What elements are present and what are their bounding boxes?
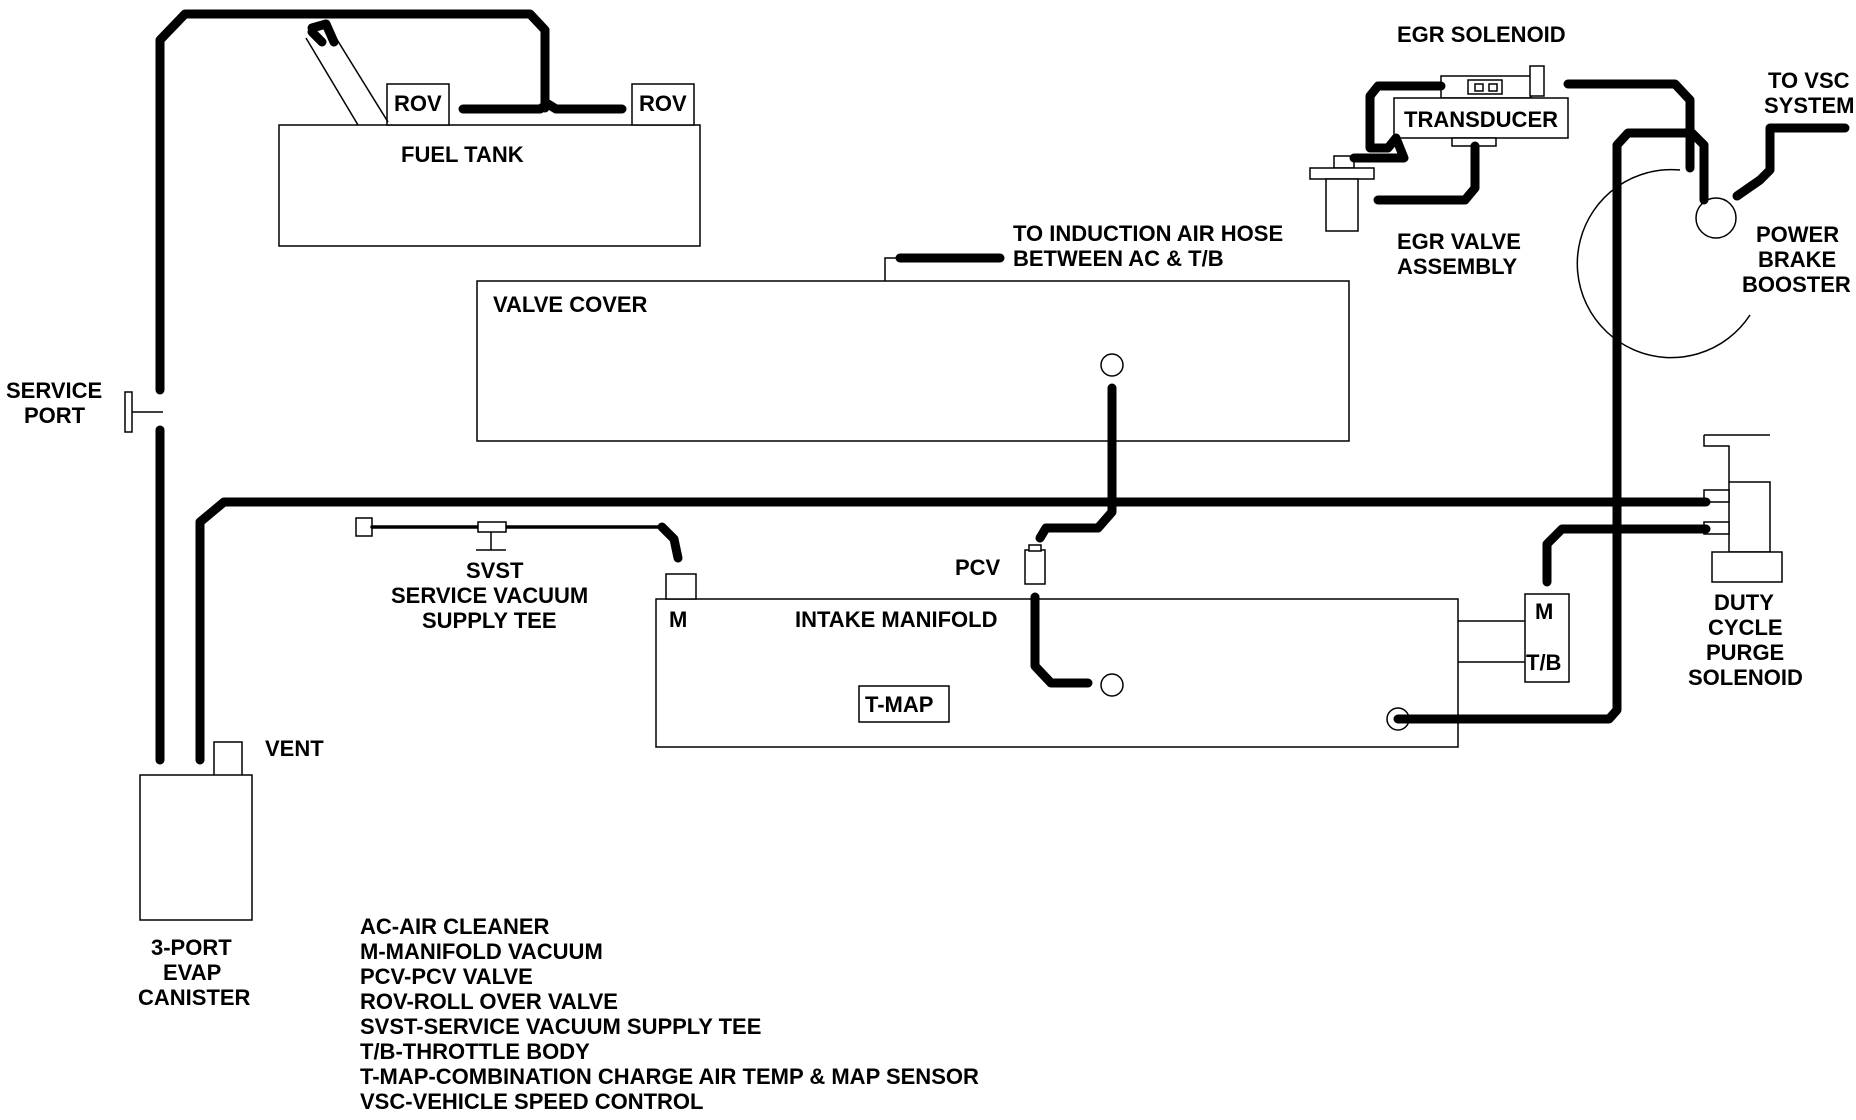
svst-tee bbox=[355, 517, 664, 551]
hose-transducer-to-egr-valve bbox=[1373, 141, 1480, 205]
intake-manifold-label: INTAKE MANIFOLD bbox=[795, 607, 997, 632]
rov-right-box bbox=[631, 83, 695, 126]
svst-end-cap bbox=[355, 517, 373, 537]
rov-right-label: ROV bbox=[639, 91, 687, 116]
tmap-label: T-MAP bbox=[865, 692, 933, 717]
fuel-tank-body bbox=[278, 124, 701, 247]
purge-solenoid-label-line1: DUTY bbox=[1714, 590, 1774, 615]
canister-label-line1: 3-PORT bbox=[151, 935, 232, 960]
tb-label: T/B bbox=[1526, 650, 1561, 675]
booster-label-line2: BRAKE bbox=[1758, 247, 1836, 272]
svst-label-line3: SUPPLY TEE bbox=[422, 608, 557, 633]
hose-rov-to-rov bbox=[458, 99, 627, 114]
fuel-tank-label: FUEL TANK bbox=[401, 142, 524, 167]
hose-egr-solenoid-to-booster bbox=[1563, 79, 1695, 173]
egr-valve-label-line1: EGR VALVE bbox=[1397, 229, 1521, 254]
vacuum-hoses bbox=[155, 9, 1850, 765]
hose-manifold-to-booster bbox=[1393, 128, 1709, 724]
hose-egr-solenoid-loop bbox=[1349, 81, 1446, 163]
tb-m-label: M bbox=[1535, 599, 1553, 624]
legend-item: PCV-PCV VALVE bbox=[360, 964, 533, 989]
vent-label: VENT bbox=[265, 736, 324, 761]
legend-item: SVST-SERVICE VACUUM SUPPLY TEE bbox=[360, 1014, 761, 1039]
transducer-label: TRANSDUCER bbox=[1404, 107, 1558, 132]
hose-svst-to-manifold bbox=[657, 522, 683, 563]
booster-label-line1: POWER bbox=[1756, 222, 1839, 247]
fuel-tank: FUEL TANK bbox=[278, 124, 701, 247]
legend-item: T/B-THROTTLE BODY bbox=[360, 1039, 590, 1064]
purge-solenoid-base bbox=[1711, 551, 1783, 583]
pcv-label: PCV bbox=[955, 555, 1001, 580]
rov-left-label: ROV bbox=[394, 91, 442, 116]
pcv-valve-body bbox=[1024, 549, 1046, 585]
legend-item: AC-AIR CLEANER bbox=[360, 914, 550, 939]
legend-item: M-MANIFOLD VACUUM bbox=[360, 939, 603, 964]
throttle-body: M T/B bbox=[1458, 593, 1570, 683]
manifold-m-label: M bbox=[669, 607, 687, 632]
evap-canister bbox=[139, 741, 253, 921]
egr-valve-flange bbox=[1309, 167, 1375, 180]
rov-valve-left: ROV bbox=[386, 83, 450, 126]
service-port-cap bbox=[124, 391, 133, 433]
to-vsc-label-line1: TO VSC bbox=[1768, 68, 1850, 93]
valve-cover: VALVE COVER bbox=[476, 257, 1350, 442]
intake-manifold: INTAKE MANIFOLD M T-MAP bbox=[655, 573, 1459, 748]
valve-cover-label: VALVE COVER bbox=[493, 292, 648, 317]
filler-cap bbox=[307, 27, 327, 47]
pcv-valve: PCV bbox=[955, 544, 1046, 585]
egr-solenoid-label: EGR SOLENOID bbox=[1397, 22, 1566, 47]
egr-valve-body bbox=[1325, 178, 1359, 232]
service-port-label-line1: SERVICE bbox=[6, 378, 102, 403]
purge-solenoid-label-line2: CYCLE bbox=[1708, 615, 1783, 640]
purge-solenoid-label-line3: PURGE bbox=[1706, 640, 1784, 665]
egr-valve-label-line2: ASSEMBLY bbox=[1397, 254, 1518, 279]
service-port-label-line2: PORT bbox=[24, 403, 86, 428]
rov-left-box bbox=[386, 83, 450, 126]
booster-check-valve bbox=[1695, 197, 1737, 239]
vent-port bbox=[213, 741, 243, 775]
induction-hose-label-line1: TO INDUCTION AIR HOSE bbox=[1013, 221, 1283, 246]
manifold-right-port bbox=[1100, 673, 1124, 697]
svst-label-line2: SERVICE VACUUM bbox=[391, 583, 588, 608]
evap-canister-body bbox=[139, 774, 253, 921]
booster-label-line3: BOOSTER bbox=[1742, 272, 1851, 297]
purge-solenoid-label-line4: SOLENOID bbox=[1688, 665, 1803, 690]
purge-solenoid-body bbox=[1728, 481, 1771, 553]
valve-cover-port bbox=[1100, 353, 1124, 377]
booster-outline bbox=[1576, 168, 1751, 359]
service-port bbox=[124, 391, 163, 433]
to-vsc-label-line2: SYSTEM bbox=[1764, 93, 1854, 118]
intake-manifold-body bbox=[655, 598, 1459, 748]
power-brake-booster bbox=[1576, 168, 1751, 359]
fuel-filler-neck bbox=[305, 27, 389, 126]
hose-canister-to-purge-solenoid bbox=[195, 497, 1711, 765]
induction-hose-label-line2: BETWEEN AC & T/B bbox=[1013, 246, 1224, 271]
egr-solenoid: EGR SOLENOID TRANSDUCER bbox=[1393, 22, 1569, 147]
canister-label-line2: EVAP bbox=[163, 960, 221, 985]
throttle-body-box bbox=[1524, 593, 1570, 683]
legend-item: ROV-ROLL OVER VALVE bbox=[360, 989, 618, 1014]
rov-valve-right: ROV bbox=[631, 83, 695, 126]
manifold-m-port bbox=[665, 573, 697, 600]
hose-purge-solenoid-to-tb bbox=[1542, 524, 1711, 587]
egr-valve-assembly bbox=[1309, 155, 1375, 232]
hose-filler bbox=[307, 19, 339, 47]
svst-label-line1: SVST bbox=[466, 558, 524, 583]
abbreviation-legend: AC-AIR CLEANER M-MANIFOLD VACUUM PCV-PCV… bbox=[360, 914, 979, 1114]
hose-service-port-to-rov bbox=[155, 9, 550, 395]
duty-cycle-purge-solenoid bbox=[1703, 434, 1783, 583]
hose-booster-to-vsc bbox=[1732, 123, 1850, 201]
hose-valve-cover-to-pcv bbox=[1035, 383, 1117, 543]
hose-pcv-to-manifold bbox=[1030, 592, 1093, 688]
canister-label-line3: CANISTER bbox=[138, 985, 251, 1010]
legend-item: T-MAP-COMBINATION CHARGE AIR TEMP & MAP … bbox=[360, 1064, 979, 1089]
tmap-sensor bbox=[858, 685, 950, 723]
legend-item: VSC-VEHICLE SPEED CONTROL bbox=[360, 1089, 703, 1114]
valve-cover-body bbox=[476, 280, 1350, 442]
